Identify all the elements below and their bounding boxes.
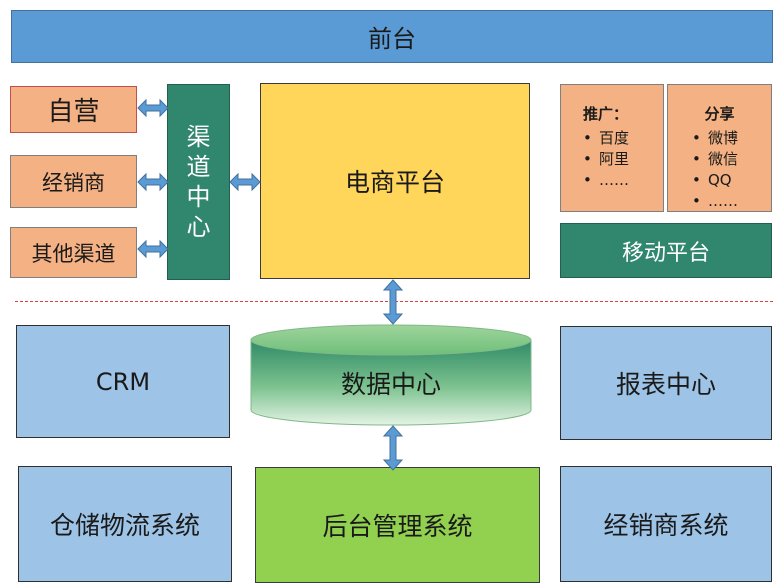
- sharing-box: 分享 •微博 •微信 •QQ •……: [667, 84, 772, 212]
- double-arrow-icon: [229, 172, 261, 192]
- double-arrow-icon: [137, 239, 169, 259]
- bullet-icon: •: [692, 192, 701, 210]
- dealer-label: 经销商: [42, 170, 105, 195]
- promotion-list: •百度 •阿里 •……: [583, 128, 629, 191]
- crm-box: CRM: [16, 325, 230, 438]
- frontend-label: 前台: [368, 25, 416, 53]
- bullet-icon: •: [692, 171, 701, 189]
- channel-center-label: 渠道中心: [186, 123, 211, 241]
- list-item: •……: [583, 171, 629, 189]
- report-center-label: 报表中心: [615, 370, 716, 399]
- report-center-box: 报表中心: [560, 326, 772, 440]
- self-operated-label: 自营: [47, 97, 100, 127]
- mobile-platform-label: 移动平台: [621, 240, 710, 266]
- double-arrow-icon: [382, 279, 404, 325]
- crm-label: CRM: [95, 367, 151, 396]
- list-item: •……: [692, 192, 738, 210]
- dealer-system-label: 经销商系统: [603, 511, 729, 540]
- sharing-title: 分享: [704, 105, 735, 123]
- bullet-icon: •: [692, 150, 701, 168]
- data-center-label: 数据中心: [340, 370, 441, 399]
- other-channels-box: 其他渠道: [10, 227, 137, 278]
- self-operated-box: 自营: [10, 86, 137, 133]
- list-item: •微信: [692, 150, 739, 168]
- bullet-icon: •: [583, 129, 592, 147]
- promotion-title: 推广：: [583, 105, 629, 123]
- sharing-list: •微博 •微信 •QQ •……: [692, 128, 738, 212]
- dealer-system-box: 经销商系统: [560, 466, 772, 582]
- other-channels-label: 其他渠道: [31, 241, 116, 266]
- promotion-box: 推广： •百度 •阿里 •……: [560, 84, 664, 212]
- double-arrow-icon: [137, 98, 169, 118]
- list-item: •阿里: [583, 150, 630, 168]
- ecommerce-platform-label: 电商平台: [344, 168, 445, 197]
- list-item: •百度: [583, 129, 630, 147]
- data-center-cylinder: [250, 324, 532, 426]
- backend-system-box: 后台管理系统: [255, 467, 540, 583]
- ecommerce-platform-box: 电商平台: [260, 83, 530, 279]
- mobile-platform-box: 移动平台: [560, 223, 772, 278]
- warehouse-system-box: 仓储物流系统: [18, 466, 232, 582]
- dealer-box: 经销商: [10, 155, 137, 208]
- bullet-icon: •: [692, 129, 701, 147]
- list-item: •微博: [692, 129, 739, 147]
- bullet-icon: •: [583, 150, 592, 168]
- double-arrow-icon: [137, 172, 169, 192]
- bullet-icon: •: [583, 171, 592, 189]
- channel-center-box: 渠道中心: [167, 84, 230, 280]
- double-arrow-icon: [382, 425, 404, 471]
- list-item: •QQ: [692, 171, 732, 189]
- frontend-bar: 前台: [11, 10, 773, 63]
- warehouse-system-label: 仓储物流系统: [49, 511, 200, 540]
- backend-system-label: 后台管理系统: [322, 512, 473, 541]
